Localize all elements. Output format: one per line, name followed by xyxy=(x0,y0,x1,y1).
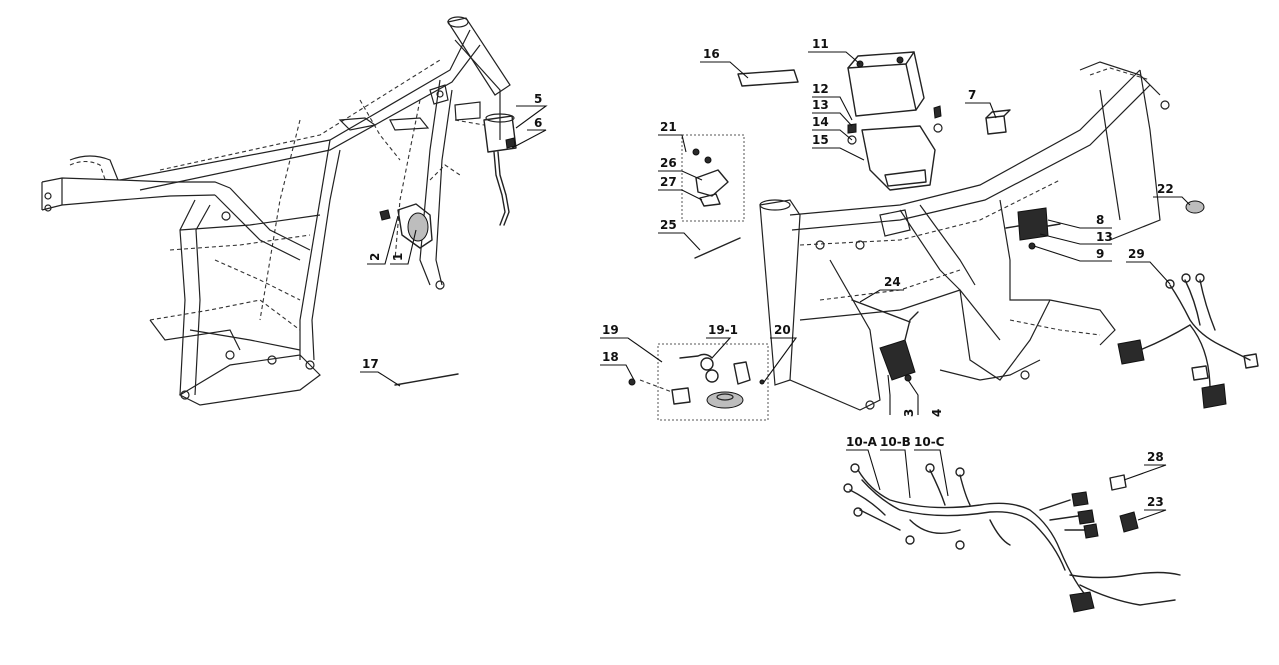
sub-harness-part xyxy=(1117,273,1259,409)
callout-4: 4 xyxy=(930,409,944,417)
callout-21: 21 xyxy=(660,120,677,134)
callout-27: 27 xyxy=(660,175,677,189)
callout-17: 17 xyxy=(362,357,379,371)
callout-7: 7 xyxy=(968,88,976,102)
callout-24: 24 xyxy=(884,275,901,289)
callout-9: 9 xyxy=(1096,247,1104,261)
callout-20: 20 xyxy=(774,323,791,337)
battery-part xyxy=(847,51,925,117)
callout-22: 22 xyxy=(1157,182,1174,196)
callout-leaders xyxy=(360,51,1191,521)
callout-10-b: 10-B xyxy=(880,435,911,449)
callout-1: 1 xyxy=(391,253,405,261)
callout-13-lower: 13 xyxy=(1096,230,1113,244)
horn-part xyxy=(379,203,433,249)
callout-labels: 1 2 5 6 17 16 11 12 13 14 15 7 21 26 27 … xyxy=(362,37,1174,509)
right-motorcycle-frame xyxy=(759,61,1170,411)
starter-relay-part xyxy=(1005,207,1061,250)
connector-23-part xyxy=(1119,511,1139,533)
group-19-parts xyxy=(628,353,765,409)
pin-part xyxy=(694,237,741,259)
callout-10-c: 10-C xyxy=(914,435,945,449)
callout-11: 11 xyxy=(812,37,829,51)
wire-part xyxy=(851,299,911,323)
callout-28: 28 xyxy=(1147,450,1164,464)
regulator-part xyxy=(879,311,919,382)
callout-6: 6 xyxy=(534,116,542,130)
ignition-coil-part xyxy=(454,101,517,226)
callout-10-a: 10-A xyxy=(846,435,878,449)
callout-25: 25 xyxy=(660,218,677,232)
callout-8: 8 xyxy=(1096,213,1104,227)
relay-part xyxy=(985,109,1011,135)
group-21-parts xyxy=(692,148,729,207)
callout-18: 18 xyxy=(602,350,619,364)
main-harness-part xyxy=(843,463,1181,613)
callout-12: 12 xyxy=(812,82,829,96)
callout-3: 3 xyxy=(902,409,916,417)
group-box-21 xyxy=(681,134,745,222)
group-box-19 xyxy=(657,343,769,421)
callout-23: 23 xyxy=(1147,495,1164,509)
battery-tray-part xyxy=(847,105,943,191)
callout-14: 14 xyxy=(812,115,829,129)
callout-13-upper: 13 xyxy=(812,98,829,112)
callout-5: 5 xyxy=(534,92,542,106)
connector-28-part xyxy=(1109,474,1127,491)
grommet-part xyxy=(1185,200,1205,214)
callout-29: 29 xyxy=(1128,247,1145,261)
callout-19-1: 19-1 xyxy=(708,323,738,337)
callout-26: 26 xyxy=(660,156,677,170)
tool-rod-part xyxy=(394,373,459,386)
callout-16: 16 xyxy=(703,47,720,61)
left-motorcycle-frame xyxy=(41,16,511,406)
callout-19: 19 xyxy=(602,323,619,337)
callout-2: 2 xyxy=(368,253,382,261)
callout-15: 15 xyxy=(812,133,829,147)
battery-strap-part xyxy=(737,69,799,87)
